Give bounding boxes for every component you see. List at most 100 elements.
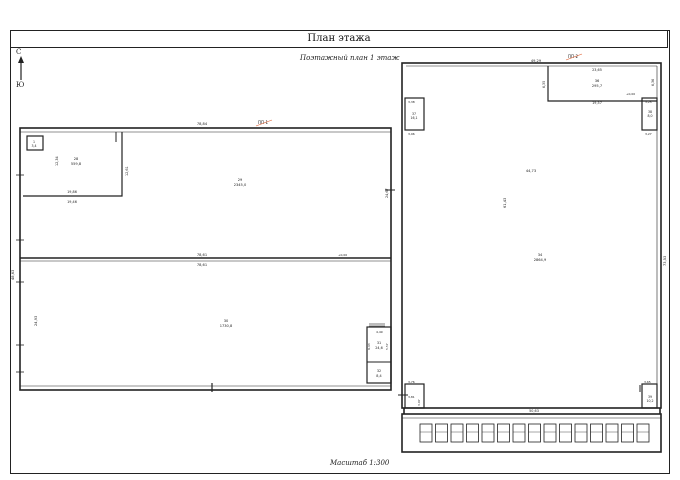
dimension-label: 78,61 — [197, 263, 207, 267]
right-building — [398, 62, 662, 453]
room-30-area: 1730,8 — [220, 324, 233, 328]
title-bar: План этажа — [10, 30, 668, 48]
dimension-label: 61,43 — [503, 198, 507, 208]
left-building — [16, 127, 395, 392]
room-small-sw — [404, 383, 425, 409]
room-39-number: 39 — [648, 395, 652, 399]
dimension-labels: 78,84 78,61 78,61 48,63 24,93 19,86 19,4… — [11, 59, 667, 413]
room-39-outline — [641, 383, 658, 409]
level-mark: +0,00 — [338, 253, 347, 257]
right-building-outline — [401, 62, 662, 409]
annex-cell — [466, 423, 479, 443]
compass-south-label: Ю — [16, 81, 25, 89]
dimension-label: 3,25 — [645, 100, 652, 104]
level-mark: +0,00 — [626, 92, 635, 96]
dimension-label: 3,38 — [408, 100, 415, 104]
room-29-number: 29 — [238, 178, 243, 182]
room-36-number: 36 — [595, 79, 600, 83]
room-32-area: 8,4 — [376, 374, 381, 378]
dimension-label: 23,65 — [592, 68, 602, 72]
room-31-number: 31 — [377, 341, 381, 345]
dimension-label: 3,81 — [408, 395, 415, 399]
dimension-label: 78,61 — [197, 253, 207, 257]
dimension-label: 5,57 — [385, 343, 389, 350]
scale-label: Масштаб 1:300 — [330, 459, 390, 467]
stamp-marks: ПП-1 ПП-2 — [255, 53, 583, 127]
annex-cell — [590, 423, 603, 443]
room-1-number: 1 — [33, 140, 35, 144]
room-38-area: 8,0 — [647, 114, 652, 118]
dimension-label: 12,34 — [55, 156, 59, 166]
dimension-label: 3,07 — [417, 399, 421, 406]
room-38-number: 38 — [648, 110, 652, 114]
annex-cell — [543, 423, 557, 443]
dimension-label: 19,46 — [67, 200, 77, 204]
dimension-label: 9,43 — [367, 343, 371, 350]
room-28-partition — [23, 132, 123, 197]
annex-cell — [512, 423, 526, 443]
room-37-number: 37 — [412, 112, 416, 116]
floor-subtitle: Поэтажный план 1 этаж — [300, 54, 400, 62]
dimension-label: 6,35 — [542, 81, 546, 88]
dimension-label: 19,57 — [592, 101, 602, 105]
stamp-underline-left — [255, 119, 273, 127]
room-1-outline — [26, 135, 44, 151]
room-28-number: 28 — [74, 157, 79, 161]
dimension-label: 73,53 — [663, 256, 667, 266]
dimension-label: 19,86 — [67, 190, 77, 194]
annex-cell — [605, 423, 619, 443]
room-28-area: 559,8 — [71, 162, 82, 166]
room-36-area: 295,7 — [592, 84, 602, 88]
compass: С Ю — [14, 48, 28, 90]
dimension-label: 24,67 — [385, 188, 389, 198]
annex-cell — [621, 423, 634, 443]
compass-arrow-icon — [18, 56, 24, 80]
dimension-label: 6,36 — [651, 79, 655, 86]
annex-cell — [435, 423, 448, 443]
room-30-number: 30 — [224, 319, 229, 323]
compass-north-label: С — [16, 48, 22, 56]
room-1-area: 3,4 — [31, 144, 36, 148]
dimension-label: 4,49 — [376, 330, 383, 334]
annex-cell — [450, 423, 464, 443]
left-building-outline — [19, 127, 392, 391]
annex-cell — [481, 423, 495, 443]
room-32-number: 32 — [377, 369, 381, 373]
annex-cell — [636, 423, 650, 443]
annex-cell — [574, 423, 588, 443]
room-34-number: 34 — [538, 253, 543, 257]
dimension-label: 48,63 — [11, 270, 15, 280]
dimension-label: 3,96 — [408, 132, 415, 136]
dimension-label: 3,65 — [644, 380, 651, 384]
drawing-title: План этажа — [307, 33, 371, 44]
room-37-outline — [404, 97, 425, 131]
dimension-label: 3,27 — [645, 132, 652, 136]
annex-cell — [497, 423, 510, 443]
dimension-label: 3,76 — [408, 380, 415, 384]
bottom-annex-outline — [401, 413, 662, 453]
annex-cell — [528, 423, 541, 443]
room-29-area: 2345,0 — [234, 183, 247, 187]
level-marks: +0,00 +0,00 — [338, 92, 635, 257]
annex-cell — [559, 423, 572, 443]
room-labels: 1 3,4 28 559,8 29 2345,0 30 1730,8 31 24… — [31, 79, 653, 403]
annex-cells — [419, 423, 650, 443]
stamp-mark-right: ПП-2 — [568, 54, 578, 59]
room-31-area: 24,6 — [375, 346, 383, 350]
room-39-area: 10,2 — [646, 399, 653, 403]
dimension-label: 49,29 — [531, 59, 542, 63]
room-38-outline — [641, 97, 658, 131]
dimension-label: 78,84 — [197, 122, 208, 126]
room-31-32-block — [366, 326, 392, 384]
stamp-underline-right — [565, 53, 583, 61]
room-34-area: 2864,9 — [534, 258, 547, 262]
dimension-label: 44,73 — [526, 169, 536, 173]
annex-cell — [419, 423, 433, 443]
dimension-label: 50,63 — [529, 409, 539, 413]
dimension-label: 24,93 — [34, 316, 38, 326]
room-37-area: 16,1 — [410, 116, 417, 120]
room-36-partition — [547, 66, 657, 102]
stamp-mark-left: ПП-1 — [258, 120, 268, 125]
dimension-label: 12,61 — [125, 166, 129, 176]
